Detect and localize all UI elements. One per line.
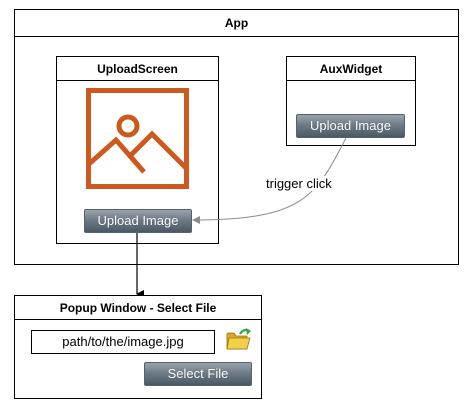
popup-title: Popup Window - Select File — [59, 301, 217, 315]
trigger-click-label: trigger click — [264, 176, 334, 191]
file-path-input[interactable]: path/to/the/image.jpg — [31, 330, 215, 354]
select-file-button[interactable]: Select File — [144, 362, 252, 386]
app-title: App — [224, 16, 249, 30]
popup-title-divider — [15, 319, 261, 320]
app-title-divider — [15, 36, 458, 37]
aux-widget-divider — [287, 80, 415, 81]
upload-image-button[interactable]: Upload Image — [84, 209, 192, 233]
aux-widget-title: AuxWidget — [319, 62, 383, 76]
upload-screen-divider — [57, 80, 218, 81]
folder-icon[interactable] — [226, 327, 252, 351]
trigger-click-connector — [192, 137, 347, 224]
image-placeholder-icon — [86, 88, 189, 189]
upload-screen-title: UploadScreen — [97, 62, 178, 76]
aux-upload-image-button[interactable]: Upload Image — [296, 114, 405, 138]
